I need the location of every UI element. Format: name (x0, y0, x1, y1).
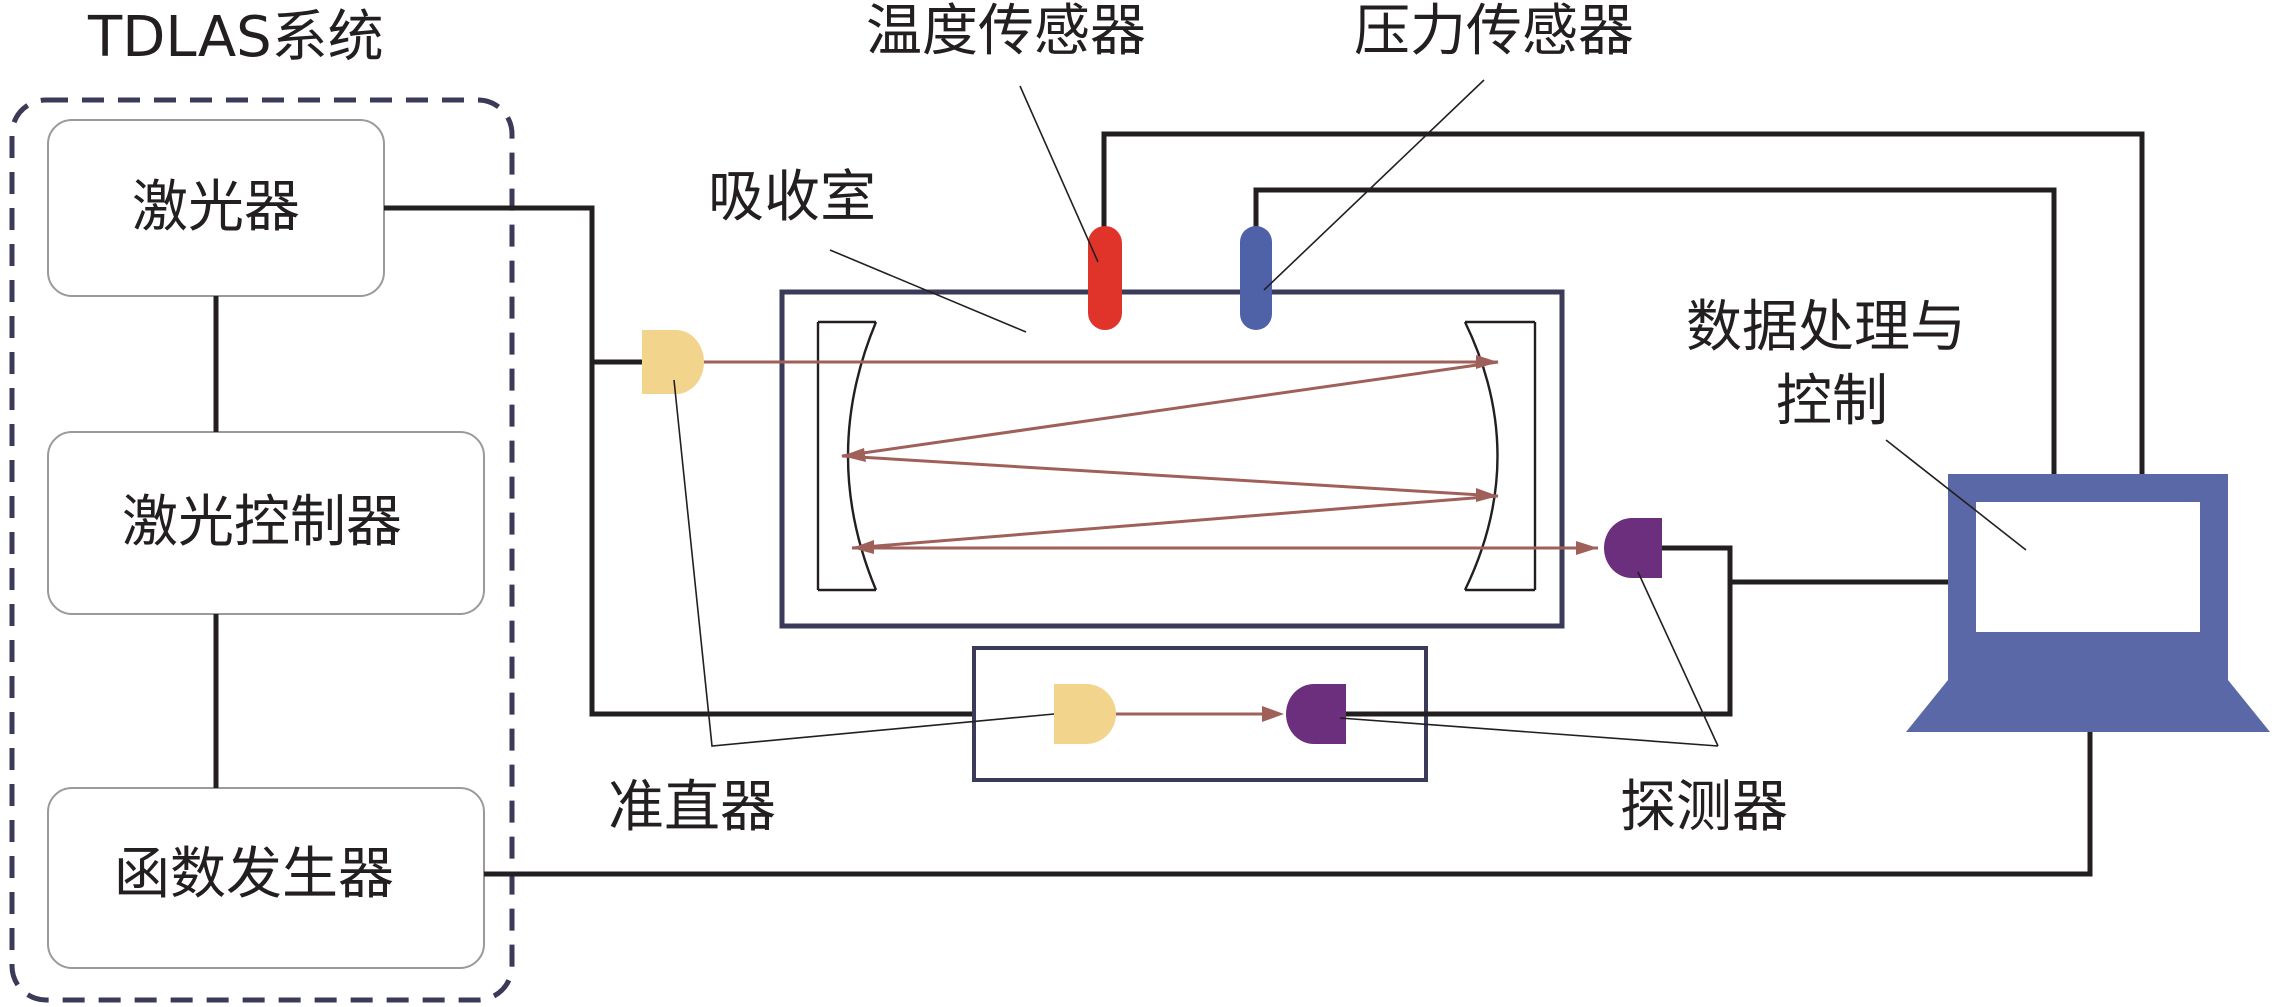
temperature-sensor-wire (1101, 131, 2145, 474)
tdlas-system-title: TDLAS系统 (87, 5, 384, 70)
data-processing-label-1: 数据处理与 (1686, 295, 1966, 360)
laser-label: 激光器 (132, 175, 300, 240)
beam-arrow-4 (852, 540, 874, 554)
beam-arrow-1 (1476, 355, 1498, 369)
left-mirror (816, 320, 878, 592)
main-detector-wire (1346, 545, 1733, 717)
reference-beam-arrow (1262, 706, 1284, 722)
beam-arrow-5 (1576, 541, 1598, 555)
collimator-reference (1054, 684, 1116, 744)
pressure-sensor (1240, 226, 1272, 330)
pressure-sensor-leader (1263, 79, 1485, 291)
absorption-cell-label: 吸收室 (708, 165, 876, 230)
laser-fiber (384, 205, 1060, 717)
detector-main (1604, 518, 1662, 578)
temperature-sensor-label: 温度传感器 (866, 0, 1146, 64)
function-generator-box (47, 787, 485, 969)
detector-reference (1286, 684, 1346, 744)
collimator-leader (673, 379, 1055, 747)
beam-arrow-2 (842, 448, 866, 462)
right-mirror (1463, 320, 1537, 592)
absorption-cell-leader (829, 249, 1027, 333)
data-processing-label-2: 控制 (1776, 369, 1888, 434)
detector-main-leader (1637, 571, 1719, 747)
pressure-sensor-label: 压力传感器 (1354, 0, 1634, 64)
function-generator-label: 函数发生器 (114, 842, 394, 907)
collimator-main (642, 330, 704, 394)
function-generator-wire (484, 732, 2093, 877)
beam-path (702, 360, 1598, 550)
data-processing-leader (1885, 439, 2027, 551)
pressure-sensor-wire (1253, 187, 2057, 474)
laser-controller-box (47, 431, 485, 615)
detector-reference-leader (1339, 717, 1719, 747)
tdlas-system-group (9, 97, 515, 1003)
computer-keyboard (1906, 680, 2270, 732)
temperature-sensor-leader (1019, 85, 1099, 263)
collimator-label: 准直器 (608, 775, 776, 840)
temperature-sensor (1088, 226, 1122, 330)
laser-controller-label: 激光控制器 (122, 490, 402, 555)
beam-arrow-3 (1476, 488, 1498, 502)
detector-label: 探测器 (1620, 775, 1788, 840)
computer-screen (1976, 502, 2200, 632)
